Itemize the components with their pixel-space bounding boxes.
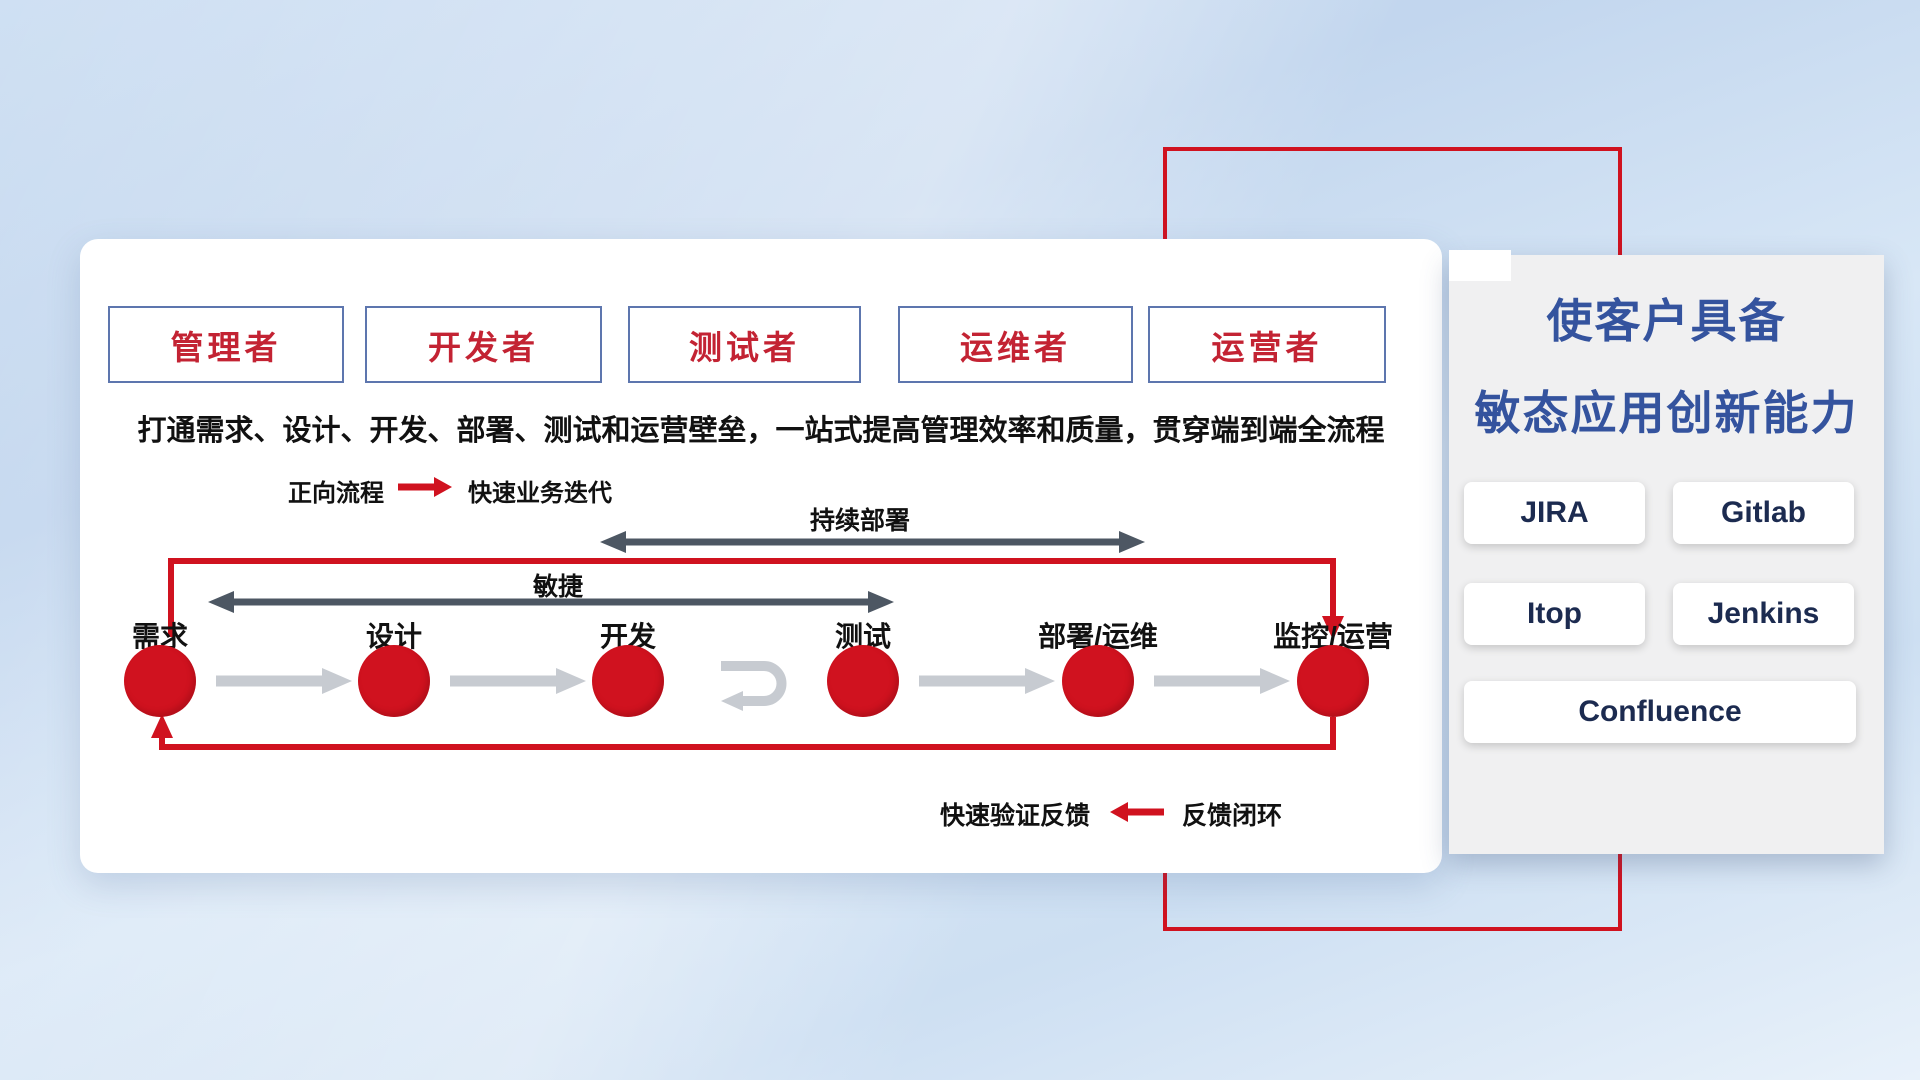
step-node-develop — [592, 645, 664, 717]
tool-chip-jira: JIRA — [1464, 482, 1645, 544]
role-box-ops: 运维者 — [898, 306, 1133, 383]
role-box-tester: 测试者 — [628, 306, 861, 383]
forward-flow-line — [168, 558, 1344, 640]
step-node-test — [827, 645, 899, 717]
step-node-design — [358, 645, 430, 717]
panel-title: 使客户具备 敏态应用创新能力 — [1449, 275, 1884, 459]
panel-title-line2: 敏态应用创新能力 — [1474, 387, 1859, 439]
step-node-deploy-ops — [1062, 645, 1134, 717]
panel-notch-decoration — [1449, 250, 1511, 281]
agile-label: 敏捷 — [532, 573, 584, 601]
feedback-legend-value: 反馈闭环 — [1182, 802, 1283, 830]
tool-chip-gitlab: Gitlab — [1673, 482, 1854, 544]
forward-legend-value: 快速业务迭代 — [468, 479, 612, 507]
step-node-requirement — [124, 645, 196, 717]
role-box-operator: 运营者 — [1148, 306, 1386, 383]
feedback-arrow-icon — [1108, 800, 1165, 829]
role-box-developer: 开发者 — [365, 306, 602, 383]
card-description: 打通需求、设计、开发、部署、测试和运营壁垒，一站式提高管理效率和质量，贯穿端到端… — [137, 415, 1385, 447]
forward-legend-label: 正向流程 — [288, 479, 384, 507]
feedback-legend-label: 快速验证反馈 — [940, 802, 1091, 830]
forward-arrow-icon — [398, 476, 454, 504]
forward-legend: 正向流程 快速业务迭代 — [288, 473, 612, 507]
step-node-monitor-ops — [1297, 645, 1369, 717]
tool-chip-jenkins: Jenkins — [1673, 583, 1854, 645]
tool-chip-confluence: Confluence — [1464, 681, 1856, 743]
iteration-loop-icon — [721, 661, 787, 711]
panel-title-line1: 使客户具备 — [1546, 295, 1787, 347]
continuous-deploy-label: 持续部署 — [809, 507, 911, 535]
role-box-manager: 管理者 — [108, 306, 344, 383]
devops-flow-card: 管理者 开发者 测试者 运维者 运营者 打通需求、设计、开发、部署、测试和运营壁… — [80, 239, 1442, 873]
feedback-legend: 快速验证反馈 反馈闭环 — [940, 797, 1282, 831]
flow-diagram-lines — [151, 531, 1344, 750]
tool-chip-itop: Itop — [1464, 583, 1645, 645]
feedback-flow-line — [151, 714, 1336, 750]
side-panel: 使客户具备 敏态应用创新能力 JIRA Gitlab Itop Jenkins … — [1449, 255, 1884, 854]
